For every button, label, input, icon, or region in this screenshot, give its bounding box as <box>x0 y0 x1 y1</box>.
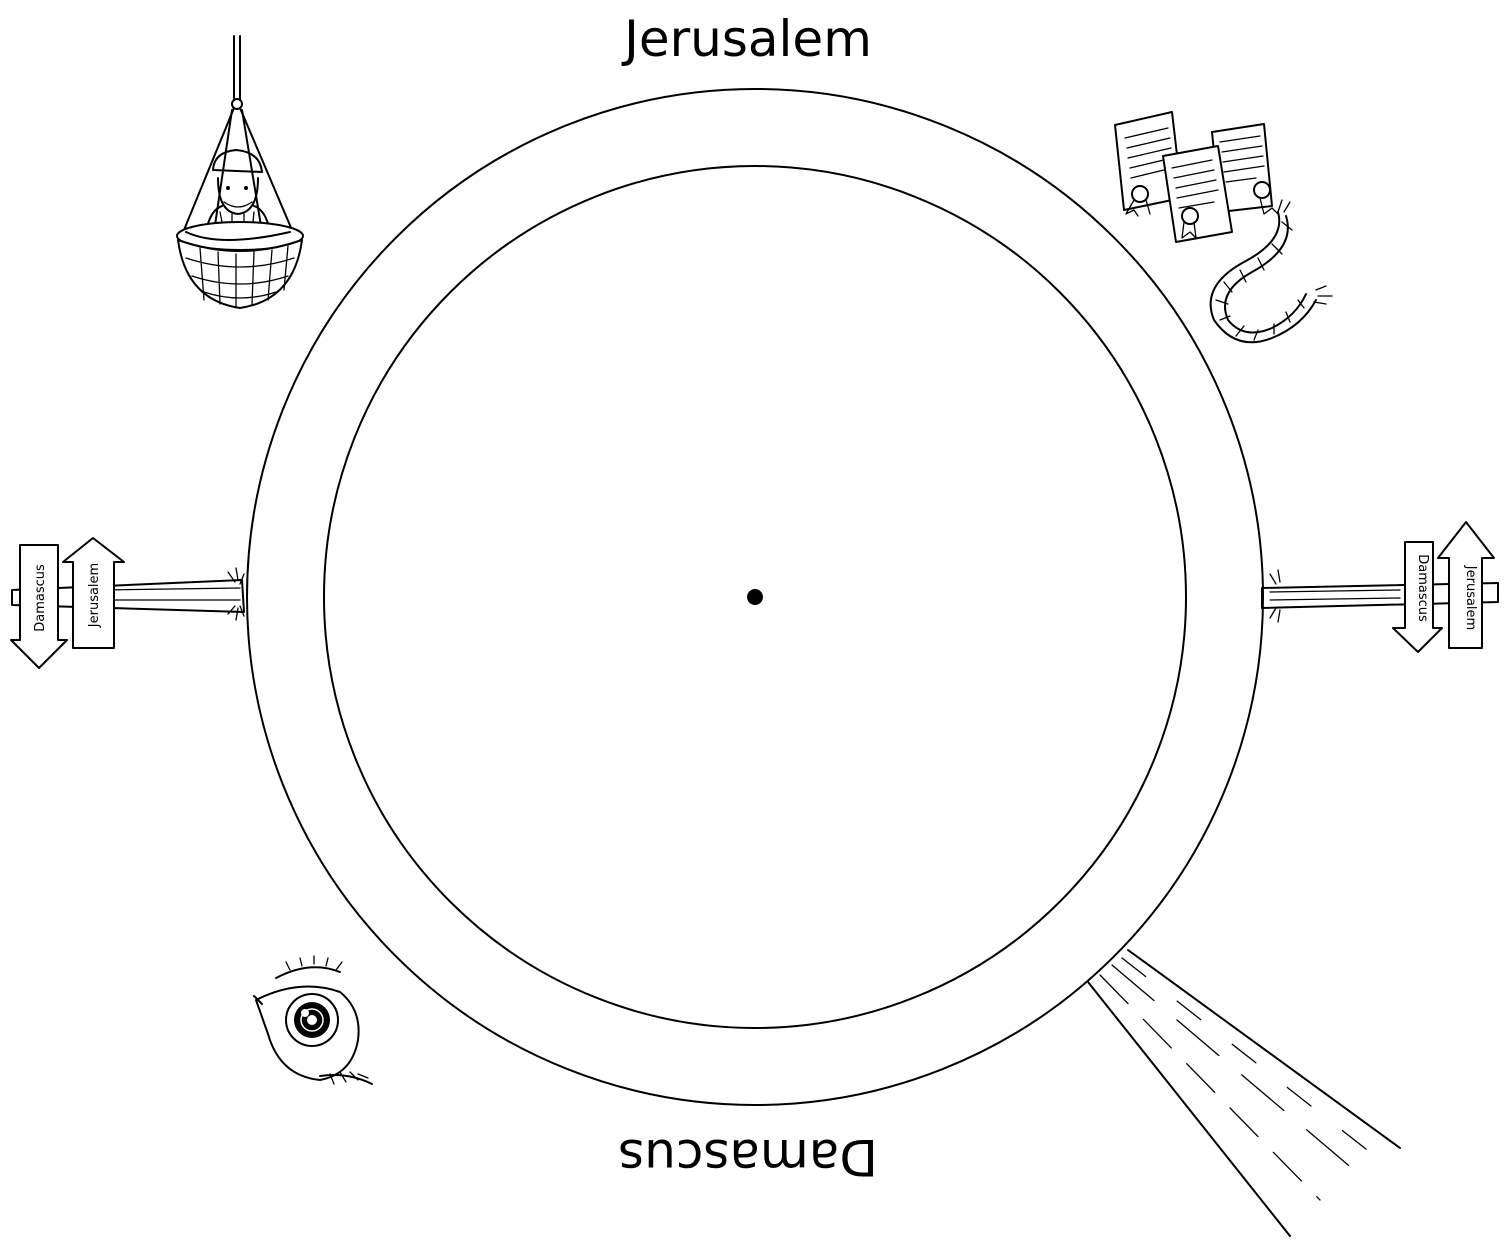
basket-lowered-icon <box>177 36 303 308</box>
right-signpost: Damascus Jerusalem <box>1262 522 1498 652</box>
eye-icon <box>254 956 372 1084</box>
top-label: Jerusalem <box>621 10 872 68</box>
left-arrow-down-label: Damascus <box>33 564 48 632</box>
right-arrow-down-label: Damascus <box>1415 554 1430 622</box>
center-dot[interactable] <box>747 589 763 605</box>
light-beam-icon <box>1088 950 1400 1236</box>
left-signpost: Damascus Jerusalem <box>11 538 244 668</box>
letters-and-rope-icon <box>1115 112 1332 342</box>
left-arrow-up-label: Jerusalem <box>87 563 102 628</box>
right-arrow-up-label: Jerusalem <box>1463 565 1478 630</box>
bottom-label: Damascus <box>618 1128 878 1186</box>
